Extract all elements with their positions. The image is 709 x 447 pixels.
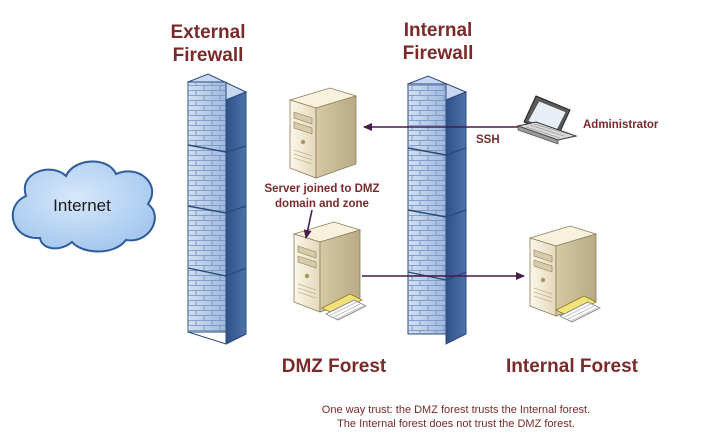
external-firewall-heading-line2: Firewall [173,45,244,66]
internet-label: Internet [53,196,111,215]
dmz-server-note-line2: domain and zone [275,198,369,210]
external-firewall-heading-line1: External [171,22,246,43]
laptop-icon [516,95,578,145]
dmz-joined-server-icon [289,87,357,179]
internet-cloud-icon [11,160,156,253]
internal-firewall-heading-line1: Internal [404,20,473,41]
internal-forest-label: Internal Forest [506,356,639,377]
administrator-label: Administrator [583,119,659,131]
external-firewall-heading: External Firewall [171,22,246,66]
internal-firewall-heading: Internal Firewall [403,20,474,64]
dmz-forest-label: DMZ Forest [282,356,387,377]
ssh-label: SSH [476,134,500,146]
trust-caption-line2: The Internal forest does not trust the D… [337,418,575,430]
trust-caption-line1: One way trust: the DMZ forest trusts the… [322,404,590,416]
dmz-server-note-line1: Server joined to DMZ [264,183,379,195]
server-to-dmz-forest-arrow [303,209,313,239]
internal-firewall-icon [406,75,468,345]
external-firewall-icon [186,73,248,345]
internal-firewall-heading-line2: Firewall [403,43,474,64]
